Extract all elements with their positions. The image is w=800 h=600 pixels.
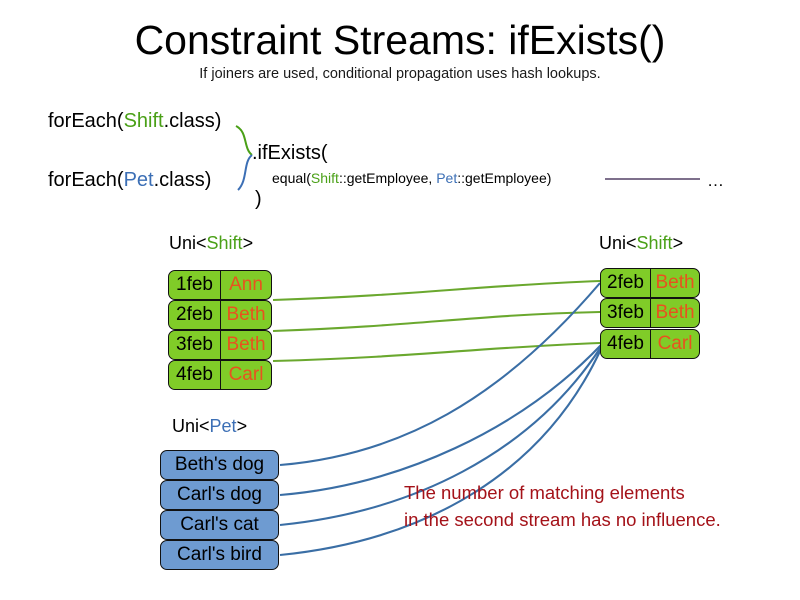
list-item[interactable]: 1feb Ann [168,270,272,300]
code-equal-joiner: equal(Shift::getEmployee, Pet::getEmploy… [272,170,551,186]
node-date: 4feb [169,361,221,389]
list-item[interactable]: 3feb Beth [168,330,272,360]
list-item[interactable]: 4feb Carl [600,329,700,359]
list-item[interactable]: 2feb Beth [600,268,700,298]
brace-upper-green [235,125,253,156]
node-date: 2feb [169,301,221,329]
code-equal-prefix: equal( [272,170,311,186]
node-date: 3feb [169,331,221,359]
page-subtitle: If joiners are used, conditional propaga… [199,66,601,82]
label-prefix: Uni< [169,233,207,253]
list-item[interactable]: 3feb Beth [600,298,700,328]
list-item[interactable]: Carl's dog [160,480,279,510]
node-name: Carl [657,333,693,354]
node-text: Beth's dog [174,454,265,475]
code-foreach-shift-type: Shift [123,110,164,132]
green-edge-4feb [272,341,601,363]
node-text: Carl's dog [177,484,262,505]
node-name: Beth [655,272,695,293]
label-type: Shift [636,233,673,253]
code-foreach-shift: forEach(Shift.class) [48,110,221,133]
code-equal-right-type: Pet [436,170,458,186]
node-text: Carl's cat [180,514,259,535]
code-foreach-pet-suffix: .class) [153,169,212,191]
node-date: 4feb [601,330,651,358]
label-type: Shift [206,233,243,253]
code-ellipsis: … [707,171,724,190]
list-item[interactable]: Carl's bird [160,540,279,570]
code-equal-right-method: ::getEmployee) [457,170,552,186]
label-prefix: Uni< [172,416,210,436]
code-equal-left-method: ::getEmployee, [338,170,437,186]
blue-edge-carls-dog [279,344,602,497]
node-date: 3feb [601,299,651,327]
green-edge-2feb [272,279,601,302]
list-item[interactable]: Beth's dog [160,450,279,480]
page-title: Constraint Streams: ifExists() [134,17,666,63]
label-suffix: > [672,233,684,253]
list-item[interactable]: Carl's cat [160,510,279,540]
stream-label-right-shift: Uni<Shift> [599,233,683,254]
blue-edge-beths-dog [279,282,601,467]
annotation-note-line1: The number of matching elements [404,482,685,503]
label-type: Pet [209,416,237,436]
code-foreach-shift-suffix: .class) [163,110,222,132]
node-name: Beth [655,302,695,323]
node-name: Ann [229,274,263,295]
green-edge-3feb [272,310,601,333]
node-date: 1feb [169,271,221,299]
code-ifexists: .ifExists( [252,142,328,164]
list-item[interactable]: 4feb Carl [168,360,272,390]
list-item[interactable]: 2feb Beth [168,300,272,330]
node-name: Beth [226,304,266,325]
label-suffix: > [236,416,248,436]
node-name: Carl [228,364,264,385]
label-prefix: Uni< [599,233,637,253]
node-text: Carl's bird [177,544,262,565]
node-date: 2feb [601,269,651,297]
code-foreach-pet-prefix: forEach( [48,169,124,191]
node-name: Beth [226,334,266,355]
brace-lower-blue [237,154,253,191]
code-close-paren: ) [255,188,262,210]
annotation-note: The number of matching elements in the s… [404,480,721,534]
code-equal-left-type: Shift [310,170,339,186]
stream-label-left-shift: Uni<Shift> [169,233,253,254]
code-foreach-pet-type: Pet [123,169,154,191]
code-foreach-pet: forEach(Pet.class) [48,169,211,192]
annotation-note-line2: in the second stream has no influence. [404,508,721,530]
label-suffix: > [242,233,254,253]
stream-label-pet: Uni<Pet> [172,416,247,437]
code-foreach-shift-prefix: forEach( [48,110,124,132]
